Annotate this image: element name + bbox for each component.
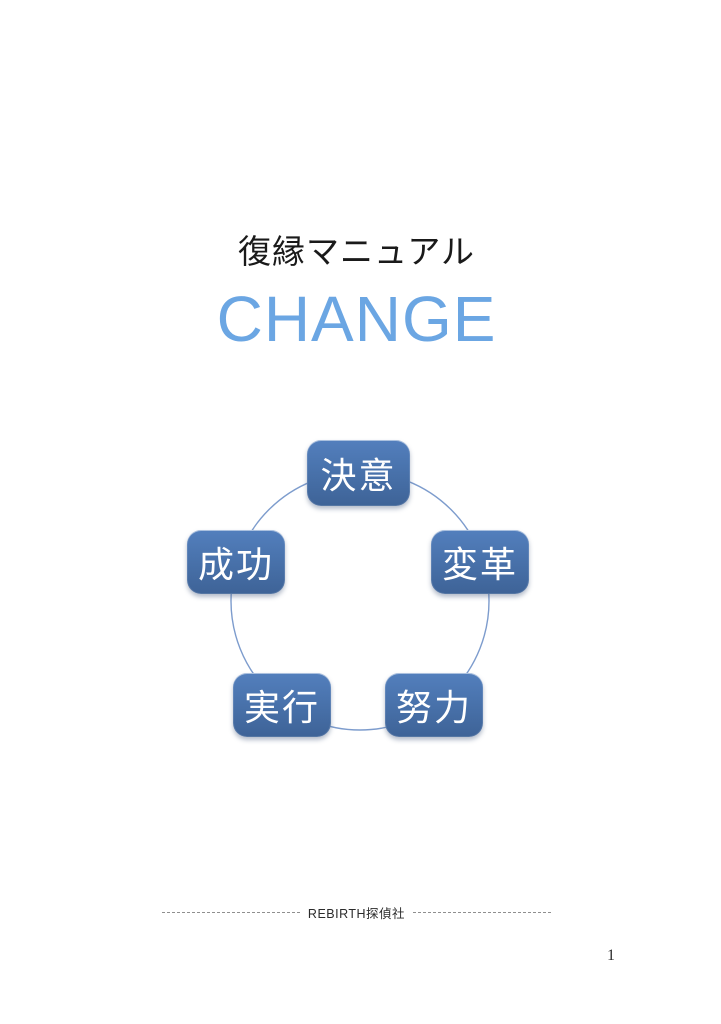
cycle-circle bbox=[230, 471, 490, 731]
footer: REBIRTH探偵社 bbox=[0, 903, 713, 922]
diagram-node-label: 決意 bbox=[320, 455, 397, 496]
diagram-node-label: 実行 bbox=[243, 687, 320, 728]
diagram-node-effort: 努力 bbox=[385, 673, 483, 737]
document-title: CHANGE bbox=[216, 283, 497, 355]
footer-dash-right bbox=[413, 912, 552, 913]
diagram-node-reform: 変革 bbox=[431, 530, 529, 594]
diagram-node-determination: 決意 bbox=[307, 440, 410, 506]
diagram-node-execution: 実行 bbox=[233, 673, 331, 737]
diagram-node-label: 変革 bbox=[441, 544, 518, 585]
diagram-node-success: 成功 bbox=[187, 530, 285, 594]
footer-company-name: REBIRTH探偵社 bbox=[307, 907, 406, 921]
diagram-node-label: 成功 bbox=[197, 544, 274, 585]
page-number: 1 bbox=[607, 947, 615, 964]
diagram-node-label: 努力 bbox=[395, 687, 472, 728]
document-subtitle: 復縁マニュアル bbox=[237, 233, 475, 270]
footer-dash-left bbox=[161, 912, 300, 913]
